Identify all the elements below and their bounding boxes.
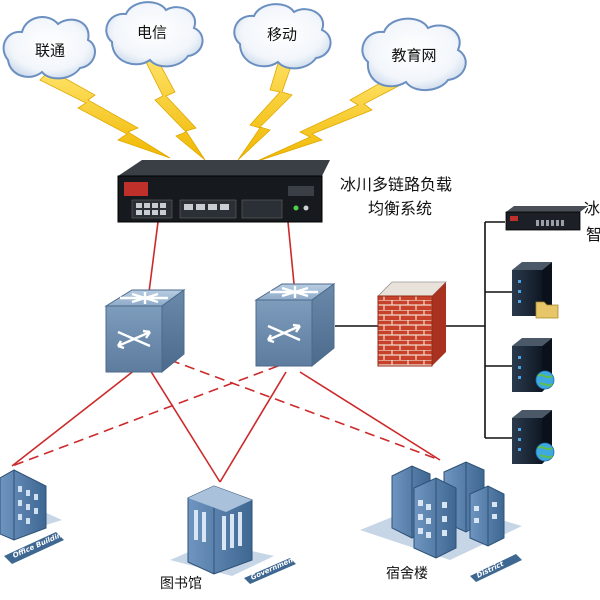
building-library: Government: [170, 485, 298, 584]
lightning-bolt-mobile: [237, 49, 296, 161]
cloud-label-unicom: 联通: [35, 42, 65, 60]
server-2: [512, 338, 555, 392]
link-switch-right-library: [219, 371, 287, 483]
building-label-dorm: 宿舍楼: [386, 565, 428, 582]
switch-arrows-icon: [266, 286, 318, 344]
isp-cloud-edu: 教育网: [361, 17, 467, 91]
switch-arrows-icon: [116, 292, 168, 350]
folder-icon: [535, 301, 559, 319]
link-switch-right-dorm: [299, 371, 441, 461]
server-lines: [335, 221, 512, 439]
building-office: Office Building: [0, 469, 68, 564]
load-balancer-label-line1: 冰川多链路负载: [340, 175, 452, 194]
building-dorm: District: [360, 461, 522, 582]
isp-cloud-unicom: 联通: [2, 16, 96, 80]
switch-left: [104, 289, 186, 374]
isp-cloud-telecom: 电信: [105, 1, 204, 68]
lightning-bolt-telecom: [144, 54, 206, 161]
globe-icon: [535, 442, 555, 462]
link-lb-switch-left: [147, 221, 159, 301]
switch-right: [254, 283, 336, 368]
management-appliance: [505, 206, 588, 231]
lightning-bolt-edu: [254, 71, 411, 163]
cloud-label-telecom: 电信: [137, 24, 167, 42]
server-1: [512, 262, 559, 319]
connection-lines: [11, 221, 441, 483]
status-led: [293, 205, 299, 211]
link-switch-left-office: [11, 365, 141, 467]
server-3: [512, 410, 555, 464]
cloud-label-edu: 教育网: [391, 47, 436, 65]
cloud-label-mobile: 移动: [267, 26, 297, 44]
load-balancer-label-line2: 均衡系统: [368, 199, 432, 218]
globe-icon: [535, 370, 555, 390]
isp-cloud-mobile: 移动: [233, 3, 332, 70]
link-switch-left-library: [149, 369, 221, 483]
load-balancer-device: [117, 160, 330, 223]
lightning-bolt-unicom: [39, 69, 171, 159]
brand-logo: [124, 182, 148, 196]
firewall-icon: [377, 281, 447, 367]
building-label-library: 图书馆: [160, 576, 202, 592]
link-lb-switch-right: [287, 221, 296, 295]
appliance-label-line1: 冰川: [584, 199, 600, 218]
lightning-bolts: [39, 49, 411, 163]
appliance-label-line2: 智: [586, 225, 600, 244]
